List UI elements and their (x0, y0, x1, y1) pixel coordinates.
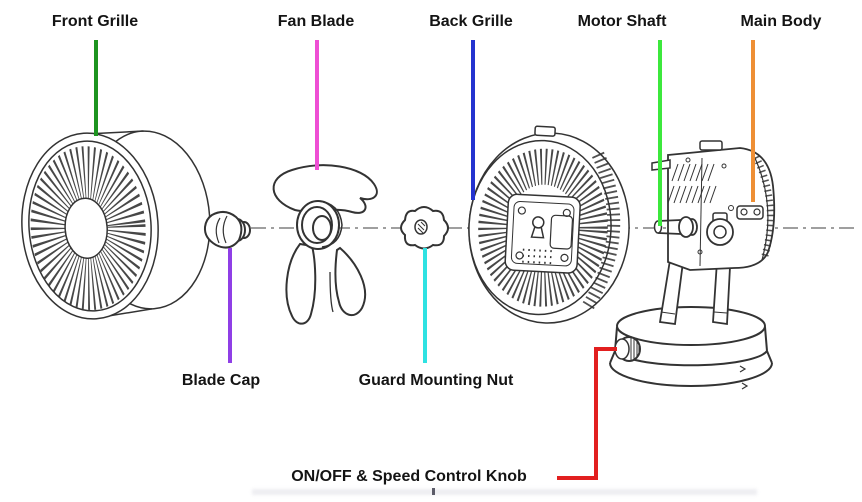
label-motor-shaft: Motor Shaft (577, 13, 667, 30)
label-back-grille: Back Grille (429, 13, 513, 30)
main-body-drawing (651, 140, 776, 326)
page-scan-artifact (252, 489, 757, 495)
label-front-grille: Front Grille (51, 13, 139, 30)
label-blade-cap: Blade Cap (181, 372, 261, 389)
label-main-body: Main Body (740, 13, 822, 30)
label-guard-mounting-nut: Guard Mounting Nut (358, 372, 514, 389)
control-knob-drawing (614, 336, 641, 362)
label-control-knob: ON/OFF & Speed Control Knob (291, 468, 527, 485)
label-fan-blade: Fan Blade (277, 13, 355, 30)
back-grille-drawing (468, 125, 630, 324)
control-knob-leader-line (557, 347, 617, 480)
front-grille-drawing (21, 130, 211, 320)
guard-mounting-nut-drawing (400, 206, 449, 250)
page-scan-artifact-tick (432, 488, 435, 495)
fan-blade-drawing (272, 164, 378, 325)
blade-cap-drawing (203, 211, 251, 249)
